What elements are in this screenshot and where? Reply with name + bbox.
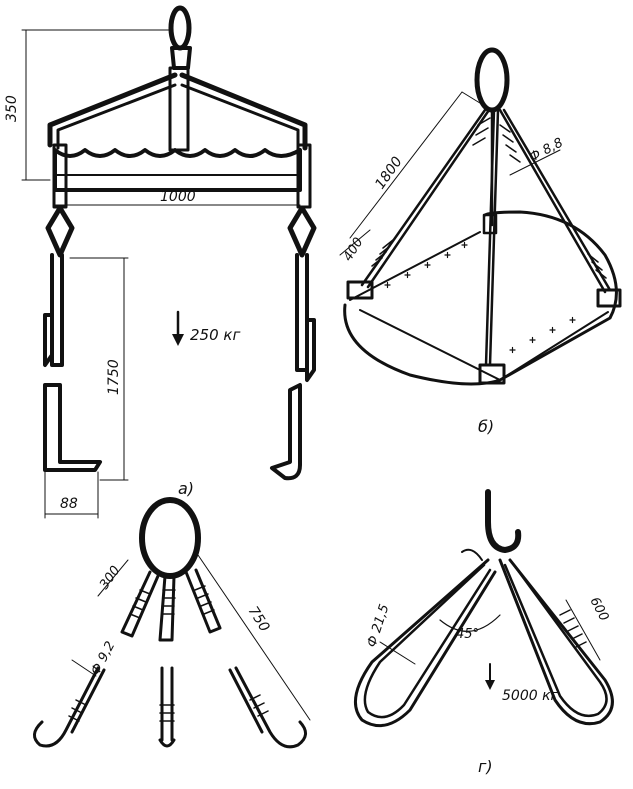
figure-g: 45° Ф 21,5 600 5000 кг г): [354, 489, 614, 776]
crane-hook-g: [485, 489, 522, 553]
figure-a: 350 1000 1750 88 250 кг а): [4, 5, 317, 519]
dim-a-width: 1000: [160, 189, 196, 205]
left-grip-upper: [43, 253, 64, 367]
angle-g: 45°: [456, 627, 479, 642]
hook-v-3: [234, 666, 307, 749]
clamp-bottom: [478, 363, 506, 385]
disc: [343, 210, 618, 386]
figure-v: 300 750 Ф 9,2: [33, 497, 311, 749]
top-frame: [47, 72, 308, 151]
label-g: г): [478, 757, 493, 776]
load-arrow-g: [485, 663, 495, 690]
top-link: [168, 5, 192, 51]
label-b: б): [478, 417, 494, 436]
top-shackle: [170, 46, 192, 70]
dim-v-splice: 300: [97, 563, 124, 592]
sling-leg-1: [360, 108, 487, 287]
leg-v-1: [120, 570, 160, 638]
clamp-top: [482, 213, 498, 235]
leg-v-3: [184, 568, 222, 634]
left-link: [45, 205, 75, 258]
loop-left: [354, 558, 497, 728]
right-grip-foot: [270, 383, 302, 481]
dim-b-splice: 400: [341, 235, 367, 264]
right-grip-upper: [295, 253, 316, 382]
label-a: а): [178, 479, 194, 498]
dim-b-sling: 1800: [372, 154, 406, 192]
dim-b-diameter: Ф 8,8: [527, 135, 566, 165]
left-grip-foot: [43, 383, 102, 472]
load-a: 250 кг: [190, 326, 240, 344]
figure-b: 1800 400 Ф 8,8 б): [339, 47, 622, 436]
dim-g-diameter: Ф 21,5: [365, 602, 393, 649]
center-post: [168, 66, 190, 152]
dim-v-diameter: Ф 9,2: [88, 639, 118, 678]
sling-leg-3: [498, 108, 607, 294]
load-arrow-a: [172, 310, 184, 346]
clamp-right: [596, 288, 622, 308]
dim-a-height: 350: [4, 95, 20, 122]
leg-v-2: [158, 574, 176, 642]
beam: [53, 148, 302, 192]
load-g: 5000 кг: [502, 688, 559, 704]
master-link-v: [139, 497, 201, 579]
dim-a-length: 1750: [106, 359, 122, 395]
dim-a-foot: 88: [60, 496, 78, 512]
right-link: [287, 205, 317, 258]
loop-right: [498, 558, 614, 726]
master-link-b: [474, 47, 510, 113]
dim-g-splice: 600: [586, 595, 611, 624]
hook-v-1: [33, 666, 100, 748]
clamp-left: [346, 280, 374, 300]
hook-v-2: [158, 666, 176, 748]
